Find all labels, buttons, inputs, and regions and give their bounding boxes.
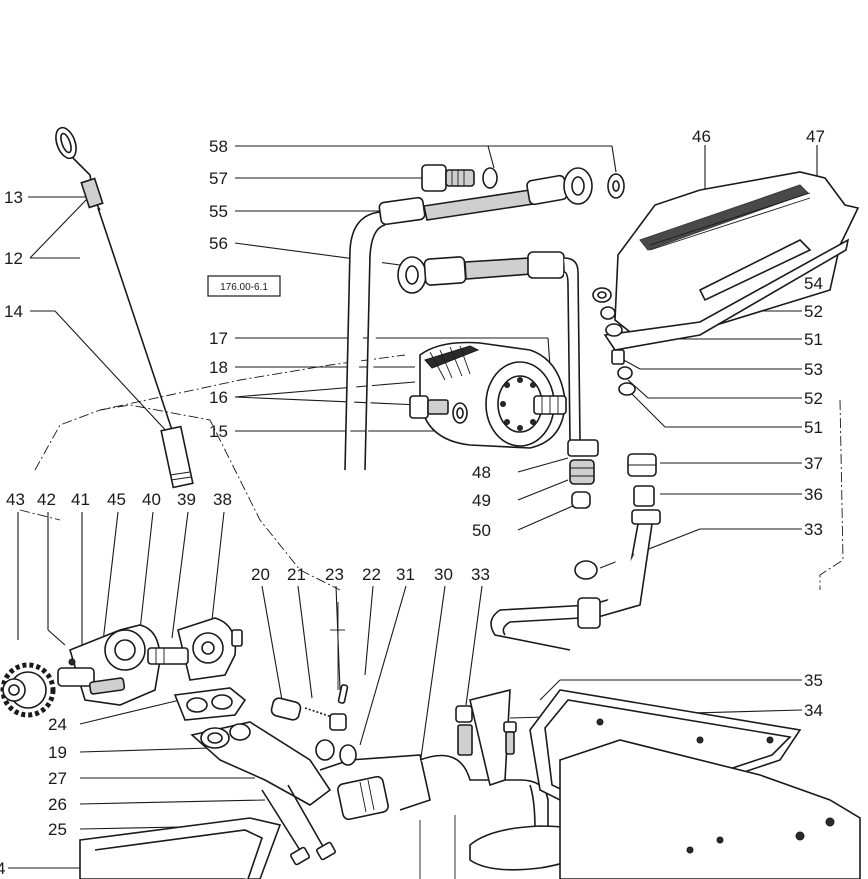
- callout-56: 56: [209, 234, 228, 253]
- callout-50: 50: [472, 521, 491, 540]
- callout-34: 34: [804, 701, 823, 720]
- hose-union: [567, 439, 599, 509]
- callout-31: 31: [396, 565, 415, 584]
- callout-39: 39: [177, 490, 196, 509]
- callout-4: 4: [0, 859, 5, 878]
- callout-20: 20: [251, 565, 270, 584]
- callout-43: 43: [6, 490, 25, 509]
- callout-16: 16: [209, 388, 228, 407]
- relief-valve: [270, 602, 349, 731]
- callout-46: 46: [692, 127, 711, 146]
- oil-hoses: [344, 164, 625, 471]
- callout-23: 23: [325, 565, 344, 584]
- callout-35: 35: [804, 671, 823, 690]
- suction-pipe: [190, 688, 593, 871]
- callout-30: 30: [434, 565, 453, 584]
- callout-49: 49: [472, 491, 491, 510]
- callout-48: 48: [472, 463, 491, 482]
- callout-12: 12: [4, 249, 23, 268]
- callout-26: 26: [48, 795, 67, 814]
- callout-25: 25: [48, 820, 67, 839]
- callout-42: 42: [37, 490, 56, 509]
- callout-38: 38: [213, 490, 232, 509]
- reference-code: 176.00-6.1: [220, 282, 268, 293]
- callout-21: 21: [287, 565, 306, 584]
- callout-40: 40: [142, 490, 161, 509]
- callout-14: 14: [4, 302, 23, 321]
- leader-lines: [8, 145, 818, 869]
- oil-pump: [0, 617, 247, 721]
- callout-18: 18: [209, 358, 228, 377]
- callout-51-lower: 51: [804, 418, 823, 437]
- pressure-pipe: [490, 453, 661, 651]
- callout-41: 41: [71, 490, 90, 509]
- engine-block-outline: [19, 354, 844, 591]
- callout-17: 17: [209, 329, 228, 348]
- callout-15: 15: [209, 422, 228, 441]
- callout-57: 57: [209, 169, 228, 188]
- oil-sump: [79, 689, 861, 879]
- callout-36: 36: [804, 485, 823, 504]
- callout-51-upper: 51: [804, 330, 823, 349]
- callout-52-upper: 52: [804, 302, 823, 321]
- breather-cover: [592, 171, 860, 396]
- callout-33-right: 33: [804, 520, 823, 539]
- callout-47: 47: [806, 127, 825, 146]
- callout-54: 54: [804, 274, 823, 293]
- callout-27: 27: [48, 769, 67, 788]
- callout-37: 37: [804, 454, 823, 473]
- callout-55: 55: [209, 202, 228, 221]
- reference-box: 176.00-6.1: [207, 275, 281, 297]
- callout-53: 53: [804, 360, 823, 379]
- callout-52-lower: 52: [804, 389, 823, 408]
- oil-filter: [409, 341, 567, 449]
- callout-45: 45: [107, 490, 126, 509]
- dipstick: [55, 126, 194, 489]
- callout-58: 58: [209, 137, 228, 156]
- callout-24: 24: [48, 715, 67, 734]
- callout-19: 19: [48, 743, 67, 762]
- callout-22: 22: [362, 565, 381, 584]
- callout-labels: 58 57 55 56 46 47 13 12 14 17 18 16 15 5…: [0, 127, 825, 878]
- callout-33-lower: 33: [471, 565, 490, 584]
- callout-13: 13: [4, 188, 23, 207]
